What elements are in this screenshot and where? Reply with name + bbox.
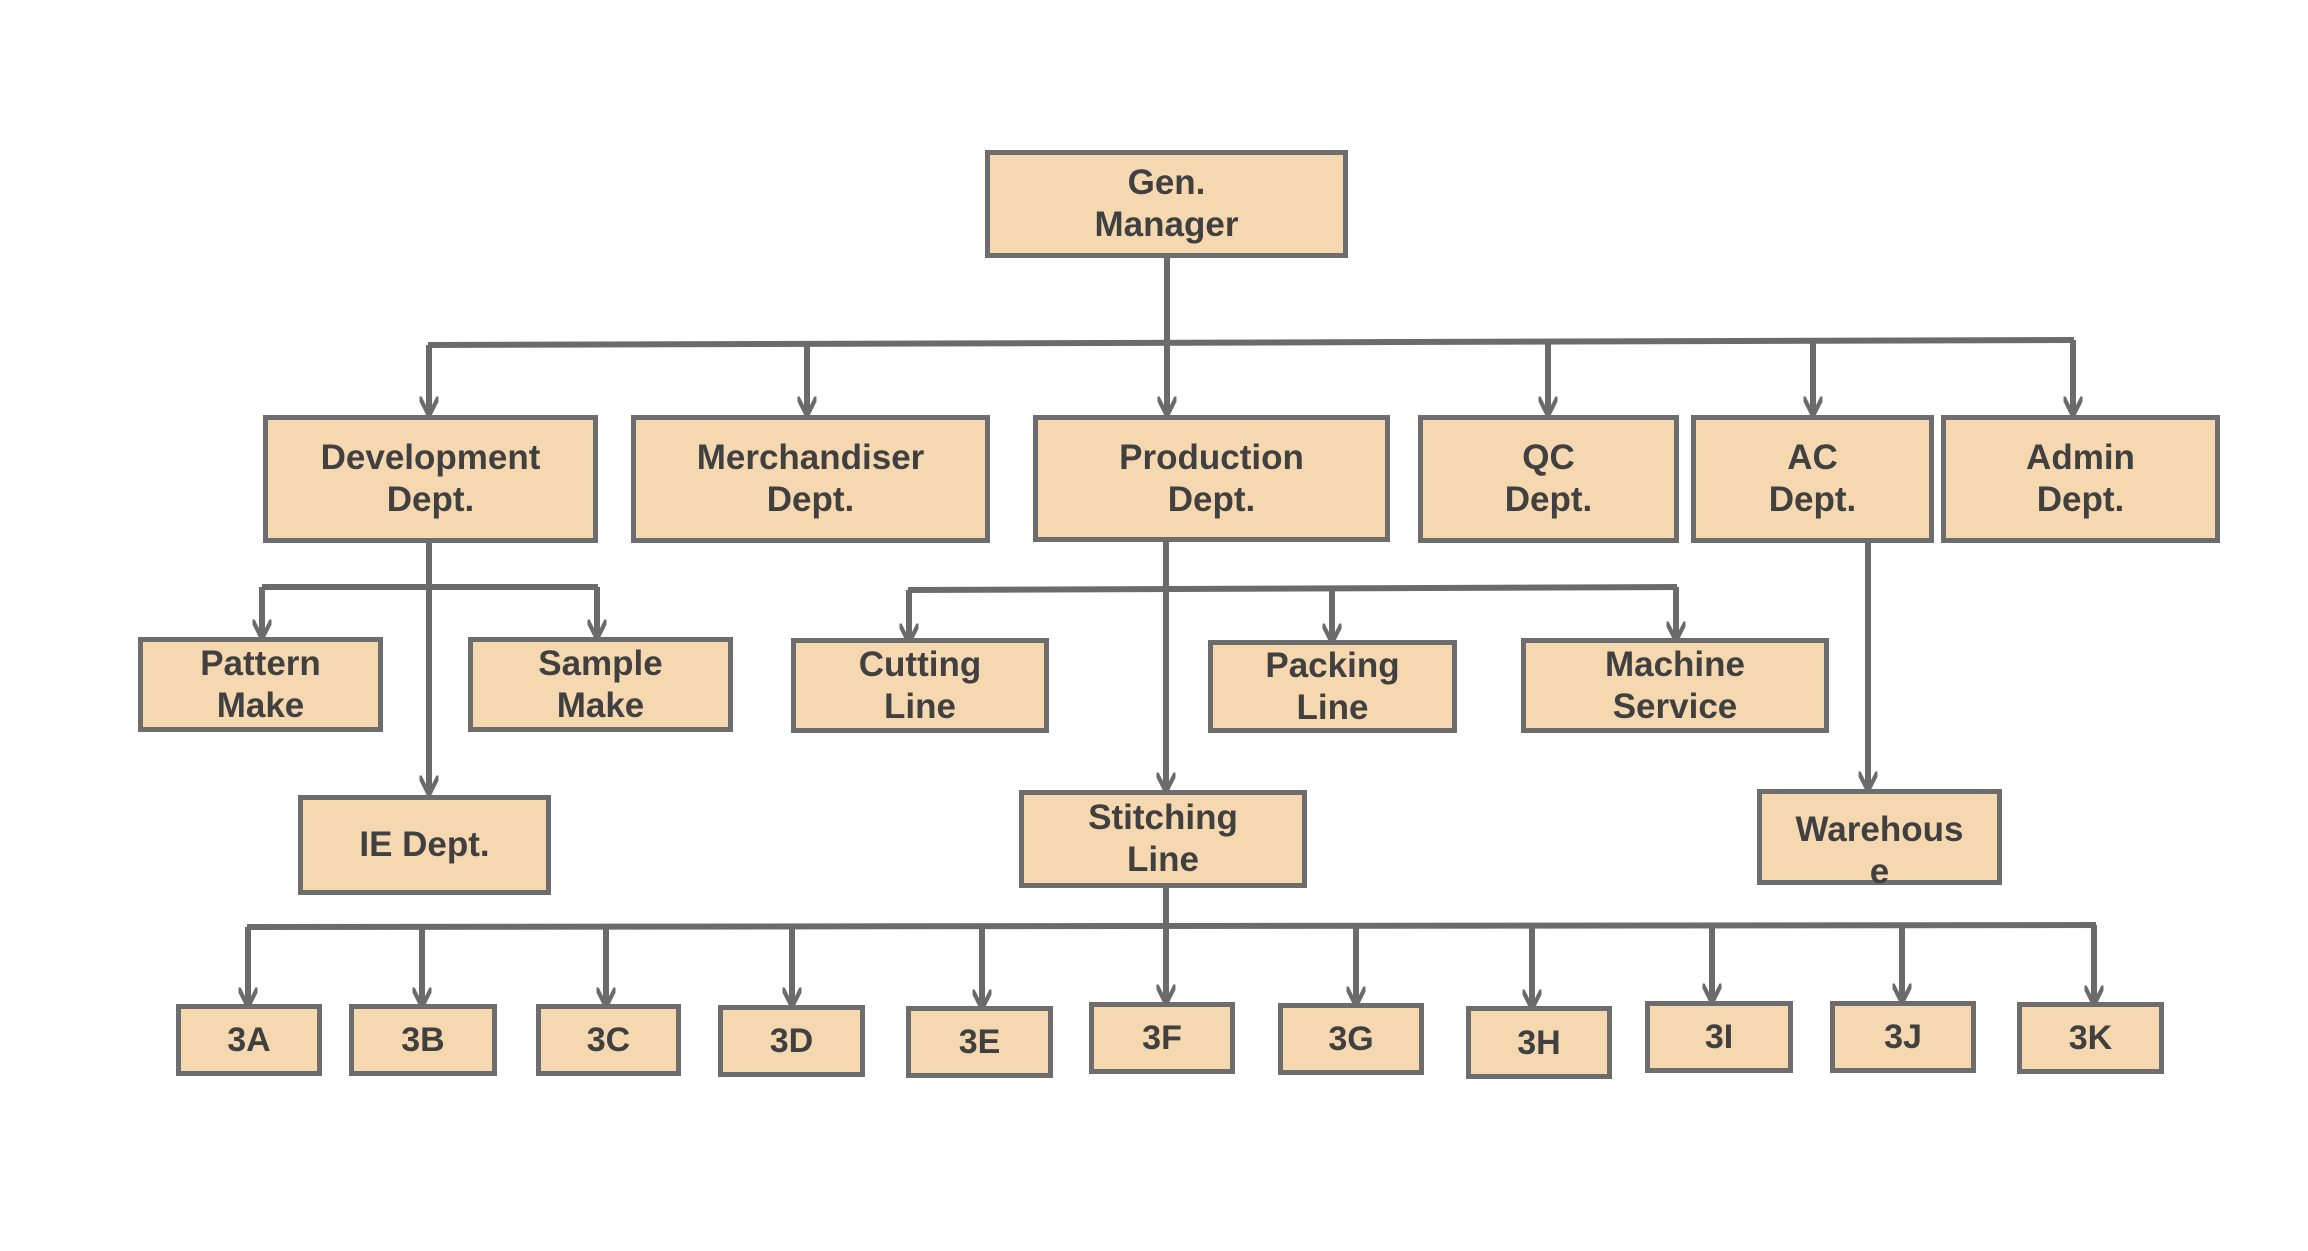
packing-line-box: Packing Line xyxy=(1208,640,1457,733)
line-3f-box: 3F xyxy=(1089,1002,1235,1074)
connector-bus-production xyxy=(907,584,1678,593)
line-3e-box: 3E xyxy=(906,1006,1053,1078)
line-3i-box: 3I xyxy=(1645,1001,1793,1073)
line-3d-box: 3D xyxy=(718,1005,865,1077)
admin-dept-box: Admin Dept. xyxy=(1941,415,2220,543)
line-3h-box: 3H xyxy=(1466,1006,1612,1079)
qc-dept-box: QC Dept. xyxy=(1418,415,1679,543)
line-3c-box: 3C xyxy=(536,1004,681,1076)
ie-dept-box: IE Dept. xyxy=(298,795,551,895)
line-3b-box: 3B xyxy=(349,1004,497,1076)
gen-manager-box: Gen. Manager xyxy=(985,150,1348,258)
connector-bus-departments xyxy=(427,337,2075,348)
line-3k-box: 3K xyxy=(2017,1002,2164,1074)
pattern-make-box: Pattern Make xyxy=(138,637,383,732)
connector-bus-sewing-lines xyxy=(246,922,2097,930)
merchandiser-dept-box: Merchandiser Dept. xyxy=(631,415,990,543)
production-dept-box: Production Dept. xyxy=(1033,415,1390,542)
machine-service-box: Machine Service xyxy=(1521,638,1829,733)
line-3j-box: 3J xyxy=(1830,1001,1976,1073)
ac-dept-box: AC Dept. xyxy=(1691,415,1934,543)
line-3g-box: 3G xyxy=(1278,1003,1424,1075)
cutting-line-box: Cutting Line xyxy=(791,638,1049,733)
line-3a-box: 3A xyxy=(176,1004,322,1076)
warehouse-box: Warehous e xyxy=(1757,789,2002,891)
stitching-line-box: Stitching Line xyxy=(1019,790,1307,888)
sample-make-box: Sample Make xyxy=(468,637,733,732)
development-dept-box: Development Dept. xyxy=(263,415,598,543)
